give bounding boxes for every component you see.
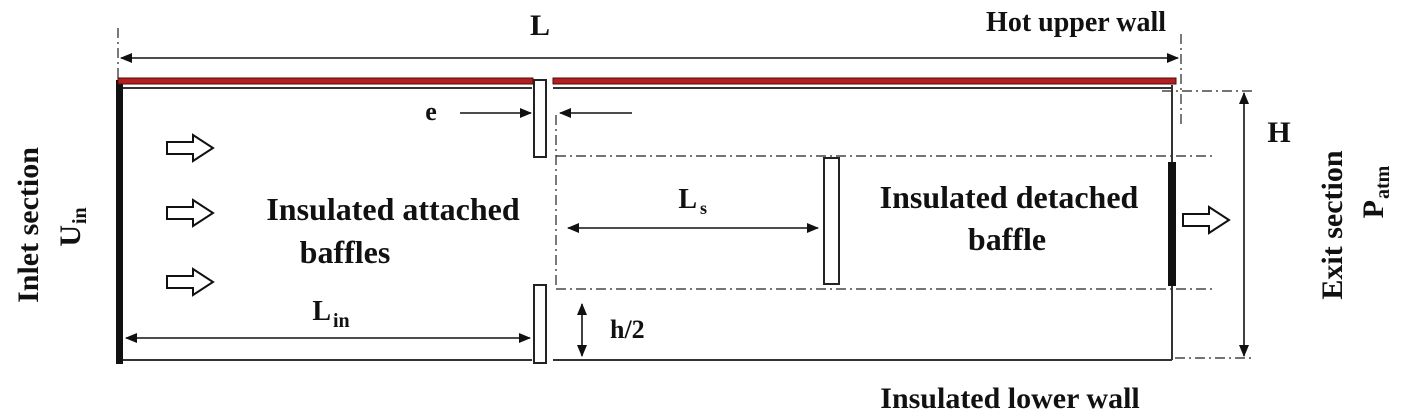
svg-text:Inlet section: Inlet section <box>12 147 45 303</box>
inlet-wall <box>116 80 123 364</box>
inlet-length-label: L <box>312 296 331 327</box>
height-label: H <box>1267 116 1290 149</box>
detached-baffle <box>823 157 840 285</box>
exit-flow-arrow <box>1182 206 1230 234</box>
hot-wall-label: Hot upper wall <box>986 7 1166 38</box>
spacing-subscript: s <box>700 198 707 218</box>
spacing-label: L <box>678 184 697 215</box>
inlet-flow-arrow-2 <box>166 199 214 227</box>
detached-baffle-label-line1: Insulated detached <box>880 179 1139 215</box>
length-label: L <box>530 9 550 42</box>
inlet-section-label: Inlet section <box>12 147 45 303</box>
channel-walls <box>121 85 1173 361</box>
svg-text:in: in <box>69 207 91 224</box>
half-height-label: h/2 <box>610 315 645 344</box>
reference-lines <box>117 28 1252 359</box>
upper-attached-baffle <box>533 79 547 158</box>
hot-upper-wall-left <box>117 77 534 85</box>
inlet-flow-arrow-3 <box>166 268 214 296</box>
svg-text:atm: atm <box>1372 165 1394 199</box>
attached-baffles-label-line2: baffles <box>300 234 391 270</box>
exit-pressure-label: P atm <box>1357 165 1394 218</box>
inlet-length-subscript: in <box>333 310 350 332</box>
exit-section-label: Exit section <box>1316 150 1349 299</box>
lower-wall-label: Insulated lower wall <box>880 382 1139 413</box>
svg-text:Exit section: Exit section <box>1316 150 1349 299</box>
exit-baffle-bar <box>1168 162 1176 286</box>
attached-baffles-label-line1: Insulated attached <box>266 191 520 227</box>
svg-text:P: P <box>1357 200 1390 218</box>
inlet-velocity-label: U in <box>54 207 91 246</box>
thickness-label: e <box>425 97 437 126</box>
detached-baffle-label-line2: baffle <box>968 221 1046 257</box>
inlet-flow-arrow-1 <box>166 134 214 162</box>
lower-attached-baffle <box>533 284 547 364</box>
svg-text:U: U <box>54 225 87 247</box>
hot-upper-wall-right <box>552 77 1177 85</box>
